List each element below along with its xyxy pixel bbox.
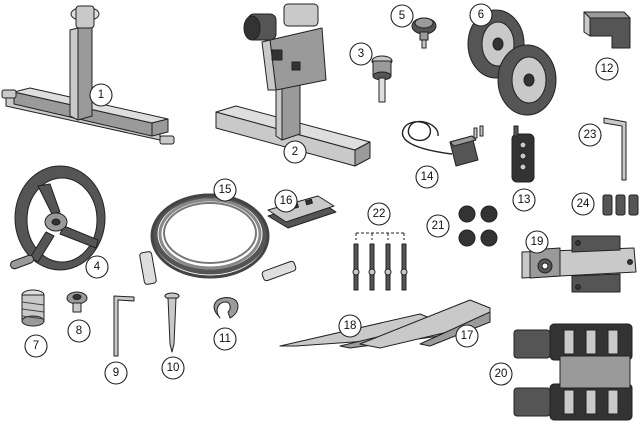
crank-wheel-icon: [9, 165, 106, 271]
svg-text:8: 8: [76, 325, 82, 337]
reel-stand-icon: [1, 5, 175, 145]
callout-13: 13: [512, 188, 536, 212]
svg-text:16: 16: [280, 195, 293, 207]
svg-text:17: 17: [461, 330, 474, 342]
svg-text:19: 19: [531, 236, 544, 248]
callout-3: 3: [349, 42, 373, 66]
svg-text:9: 9: [113, 367, 119, 379]
wheels-icon: [467, 9, 557, 116]
svg-text:13: 13: [518, 194, 531, 206]
callout-6: 6: [469, 3, 493, 27]
power-adapter-icon: [401, 120, 484, 167]
callout-8: 8: [67, 319, 91, 343]
svg-text:24: 24: [577, 198, 590, 210]
svg-text:5: 5: [399, 10, 405, 22]
svg-text:20: 20: [495, 368, 508, 380]
svg-text:14: 14: [421, 171, 434, 183]
hex-key-icon: [603, 117, 627, 181]
callout-18: 18: [338, 314, 362, 338]
svg-text:21: 21: [432, 220, 445, 232]
svg-text:12: 12: [601, 63, 614, 75]
svg-text:18: 18: [344, 320, 357, 332]
callout-2: 2: [283, 140, 307, 164]
hex-key-icon: [113, 295, 135, 357]
callout-19: 19: [525, 230, 549, 254]
mounting-plate-icon: [521, 235, 637, 293]
callout-7: 7: [24, 334, 48, 358]
svg-text:11: 11: [219, 333, 231, 345]
svg-text:7: 7: [33, 340, 39, 352]
anchor-bolts-icon: [352, 232, 408, 291]
callout-9: 9: [104, 361, 128, 385]
svg-text:1: 1: [98, 89, 104, 101]
callout-17: 17: [455, 324, 479, 348]
wood-screw-icon: [164, 292, 180, 353]
end-cap-icon: [583, 11, 631, 49]
svg-text:15: 15: [219, 184, 232, 196]
callout-1: 1: [89, 83, 113, 107]
callout-16: 16: [274, 189, 298, 213]
svg-text:4: 4: [94, 261, 101, 273]
svg-text:2: 2: [292, 146, 298, 158]
svg-text:22: 22: [373, 208, 386, 220]
knob-screw-icon: [411, 17, 437, 49]
straps-frame-icon: [513, 323, 633, 421]
callout-21: 21: [426, 214, 450, 238]
set-screws-icon: [602, 194, 639, 216]
callout-23: 23: [578, 123, 602, 147]
circlip-icon: [213, 297, 239, 319]
set-screw-icon: [21, 289, 45, 327]
cable-coil-icon: [139, 193, 297, 285]
rubber-feet-icon: [458, 205, 498, 247]
callout-24: 24: [571, 192, 595, 216]
callout-12: 12: [595, 57, 619, 81]
svg-text:10: 10: [167, 362, 180, 374]
svg-text:6: 6: [478, 9, 484, 21]
svg-text:3: 3: [358, 48, 364, 60]
remote-control-icon: [511, 125, 535, 183]
callout-15: 15: [213, 178, 237, 202]
callout-11: 11: [213, 327, 237, 351]
callout-10: 10: [161, 356, 185, 380]
callout-20: 20: [489, 362, 513, 386]
bushing-pin-icon: [371, 55, 393, 103]
callout-14: 14: [415, 165, 439, 189]
motor-stand-icon: [215, 3, 371, 167]
button-head-screw-icon: [66, 291, 88, 313]
callout-22: 22: [367, 202, 391, 226]
callout-5: 5: [390, 4, 414, 28]
callout-4: 4: [85, 255, 109, 279]
svg-text:23: 23: [584, 129, 597, 141]
